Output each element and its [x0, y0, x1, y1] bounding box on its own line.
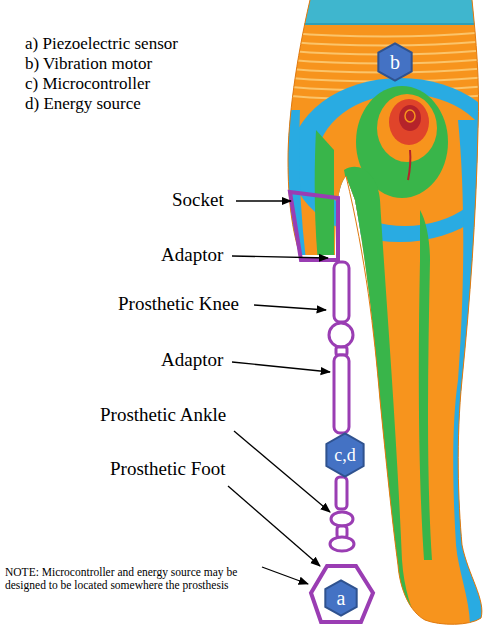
part-label: Socket	[172, 189, 224, 211]
ankle-stem	[336, 477, 347, 509]
socket-outline	[290, 192, 338, 260]
leader-lines	[228, 201, 330, 584]
knee-joint	[329, 323, 353, 347]
legend-line: a) Piezoelectric sensor	[25, 34, 178, 54]
callout-letter: c,d	[334, 446, 356, 464]
leader-arrow	[234, 431, 330, 512]
callout-letter: b	[390, 52, 400, 72]
adaptor-lower	[334, 355, 349, 433]
controller-hexagon: c,d	[326, 433, 364, 477]
foot-outline	[311, 566, 373, 622]
foot-top	[330, 537, 354, 551]
ankle-joint	[331, 512, 353, 526]
leader-arrow	[232, 256, 328, 258]
motor-hexagon: b	[378, 43, 412, 81]
leader-arrow	[236, 200, 291, 201]
part-label: Prosthetic Ankle	[100, 404, 226, 426]
dermatome-stripe	[280, 32, 488, 37]
legend-line: d) Energy source	[25, 94, 141, 114]
leader-arrow	[232, 362, 330, 372]
callout-letter: a	[337, 588, 346, 608]
prosthesis	[290, 192, 373, 622]
body-outline	[288, 0, 482, 624]
part-label: Prosthetic Knee	[118, 293, 239, 315]
part-label: Adaptor	[161, 244, 223, 266]
adaptor-upper	[334, 262, 349, 322]
sensor-hexagon: a	[325, 580, 357, 616]
leader-arrow	[262, 567, 308, 584]
legend-line: b) Vibration motor	[25, 54, 152, 74]
leader-arrow	[254, 305, 326, 310]
leader-arrow	[228, 486, 320, 566]
legend-line: c) Microcontroller	[25, 74, 150, 94]
dermatome-stripe	[280, 41, 488, 46]
part-label: Prosthetic Foot	[110, 458, 226, 480]
part-label: Adaptor	[161, 349, 223, 371]
dermatome-body	[280, 0, 488, 626]
note-text: NOTE: Microcontroller and energy source …	[5, 566, 257, 592]
